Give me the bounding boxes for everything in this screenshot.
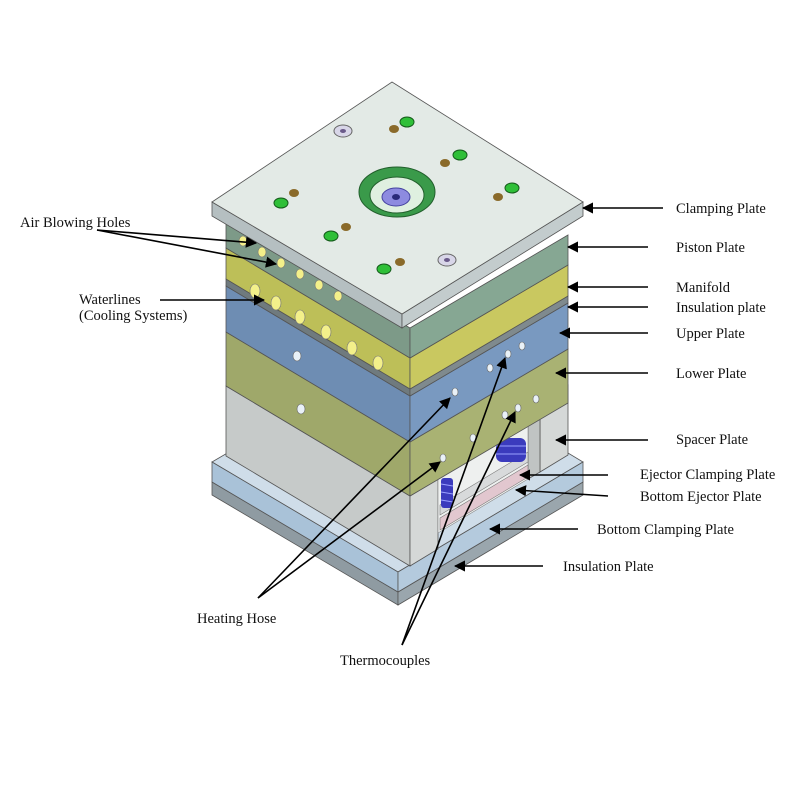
spring-ring <box>440 491 454 495</box>
bolt-green <box>399 116 415 128</box>
thermocouple-hole <box>504 349 512 359</box>
waterline-hole <box>320 324 332 340</box>
bolt-head <box>493 193 503 201</box>
locating-ring <box>358 166 436 218</box>
bolt-head <box>376 263 392 275</box>
waterline-hole <box>270 295 282 311</box>
air-blowing-hole <box>295 268 305 280</box>
clamping-plate-part <box>211 81 584 329</box>
bolt-head <box>341 223 351 231</box>
bolt-head <box>504 182 520 194</box>
waterline-hole <box>372 355 384 371</box>
leader-heating-hose-2 <box>257 461 441 599</box>
bolt-bronze <box>289 189 299 197</box>
spring-ring <box>440 483 454 487</box>
face-holes <box>238 235 384 371</box>
bushing-inner <box>444 258 450 262</box>
label-lower-plate: Lower Plate <box>676 366 746 382</box>
bolt-green <box>323 230 339 242</box>
bolt-head <box>273 197 289 209</box>
waterline-hole <box>249 283 261 299</box>
bolt-bronze <box>341 223 351 231</box>
bolt-head <box>389 125 399 133</box>
bushing-inner <box>340 129 346 133</box>
air-blowing-hole <box>257 246 267 258</box>
label-insulation-plate-lower: Insulation Plate <box>563 559 654 575</box>
bolt-bronze <box>389 125 399 133</box>
bolt-head <box>452 149 468 161</box>
label-ejector-clamping-plate: Ejector Clamping Plate <box>640 467 775 483</box>
ejector-clamping-plate-face <box>439 451 529 516</box>
leader-air-blowing-2 <box>96 229 278 268</box>
label-spacer-plate: Spacer Plate <box>676 432 748 448</box>
heating-hose-hole <box>292 350 302 362</box>
ejector-spring-right <box>496 438 526 462</box>
guide-bushing <box>333 124 353 138</box>
spring-ring <box>440 499 454 503</box>
leader-heating-hose-1 <box>257 397 451 599</box>
waterline-hole <box>346 340 358 356</box>
label-bottom-clamping-plate: Bottom Clamping Plate <box>597 522 734 538</box>
heating-hose-hole <box>296 403 306 415</box>
label-insulation-plate-upper: Insulation plate <box>676 300 766 316</box>
bolt-green <box>273 197 289 209</box>
bolt-bronze <box>395 258 405 266</box>
bolt-green <box>504 182 520 194</box>
thermocouple-hole <box>532 394 540 404</box>
bolt-head <box>323 230 339 242</box>
bolt-head <box>399 116 415 128</box>
ejector-spring-left <box>440 478 454 508</box>
piston-plate-right-face <box>409 234 569 359</box>
bolt-head <box>289 189 299 197</box>
leader-air-blowing-1 <box>96 229 258 248</box>
air-blowing-hole <box>314 279 324 291</box>
guide-bushing <box>437 253 457 267</box>
bolt-bronze <box>440 159 450 167</box>
leader-bottom-ejector-plate <box>514 485 609 497</box>
labels: Clamping Plate Piston Plate Manifold Ins… <box>20 201 775 669</box>
label-cooling-systems: (Cooling Systems) <box>79 308 188 324</box>
bolt-bronze <box>493 193 503 201</box>
label-heating-hose: Heating Hose <box>197 611 276 627</box>
thermocouple-hole <box>514 403 522 413</box>
waterline-hole <box>294 309 306 325</box>
heating-hose-hole <box>451 387 459 397</box>
bolt-green <box>376 263 392 275</box>
thermocouple-hole <box>486 363 494 373</box>
label-bottom-ejector-plate: Bottom Ejector Plate <box>640 489 762 505</box>
sprue-hole <box>392 194 400 200</box>
label-air-blowing-holes: Air Blowing Holes <box>20 215 131 231</box>
air-blowing-hole <box>333 290 343 302</box>
spring-coil <box>496 438 526 462</box>
leader-thermocouples-1 <box>401 356 507 646</box>
label-manifold: Manifold <box>676 280 731 296</box>
label-piston-plate: Piston Plate <box>676 240 745 256</box>
leader-thermocouples-2 <box>401 410 516 646</box>
bolt-green <box>452 149 468 161</box>
heating-hose-hole <box>439 453 447 463</box>
leader-lines <box>96 202 663 646</box>
label-clamping-plate: Clamping Plate <box>676 201 766 217</box>
thermocouple-hole <box>501 410 509 420</box>
air-blowing-hole <box>276 257 286 269</box>
bolt-head <box>395 258 405 266</box>
label-thermocouples: Thermocouples <box>340 653 431 669</box>
bolt-head <box>440 159 450 167</box>
label-upper-plate: Upper Plate <box>676 326 745 342</box>
thermocouple-hole <box>518 341 526 351</box>
label-waterlines: Waterlines <box>79 292 141 308</box>
